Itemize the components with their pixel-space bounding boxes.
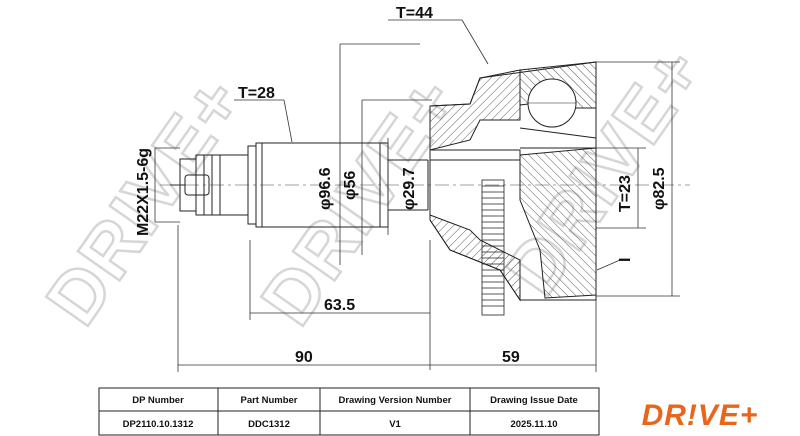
len-63-5-label: 63.5 [324, 297, 355, 314]
dimension-lines [154, 19, 680, 372]
watermark-center: DRIVE+ [245, 61, 474, 339]
dia-56-label: φ56 [342, 171, 359, 200]
value-dp-number: DP2110.10.1312 [123, 419, 194, 430]
value-drawing-version: V1 [389, 419, 401, 430]
thread-spec-label: M22X1.5-6g [135, 148, 152, 236]
dia-29-7-label: φ29.7 [401, 167, 418, 210]
dia-82-5-label: φ82.5 [651, 167, 668, 210]
value-issue-date: 2025.11.10 [510, 419, 557, 430]
header-issue-date: Drawing Issue Date [490, 395, 578, 406]
dimension-labels: M22X1.5-6g T=28 T=44 φ96.6 φ56 φ29.7 T=2… [135, 5, 668, 366]
spline-length-label: T=28 [238, 85, 275, 102]
joint-housing [429, 61, 597, 302]
brand-logo: DR!VE+ [642, 399, 759, 432]
header-dp-number: DP Number [132, 395, 184, 406]
spline-shaft [247, 142, 429, 228]
housing-depth-label: T=44 [396, 5, 433, 22]
len-90-label: 90 [295, 349, 313, 366]
dia-96-6-label: φ96.6 [317, 167, 334, 210]
abs-ring [481, 179, 505, 316]
inner-depth-label: T=23 [617, 175, 634, 212]
title-block: DP Number Part Number Drawing Version Nu… [98, 387, 759, 436]
len-59-label: 59 [502, 349, 520, 366]
value-part-number: DDC1312 [248, 419, 290, 430]
header-drawing-version: Drawing Version Number [339, 395, 452, 406]
header-part-number: Part Number [240, 395, 297, 406]
marker-i-label: I [617, 258, 634, 262]
